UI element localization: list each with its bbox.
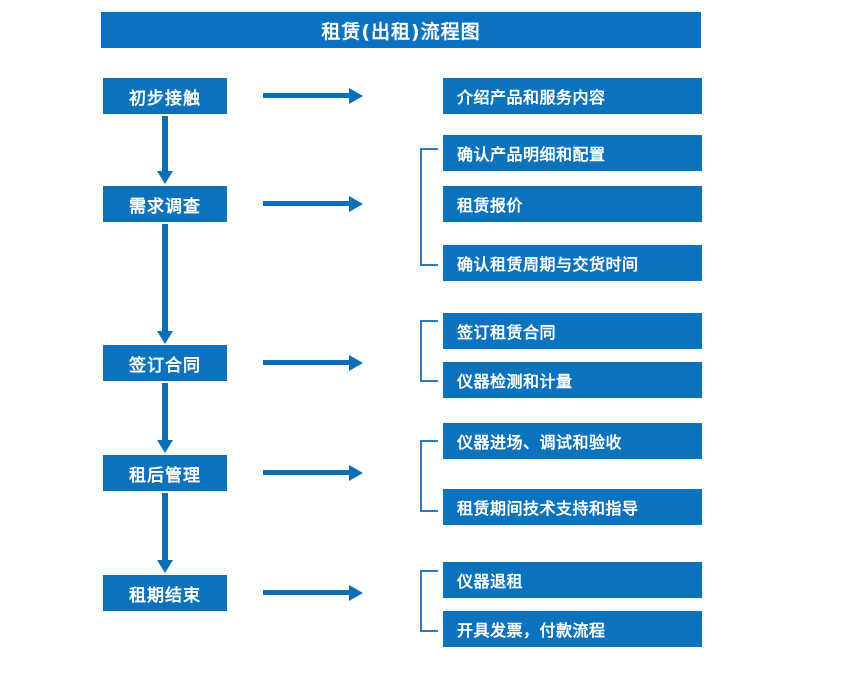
flow-arrow-down-1: [157, 116, 173, 184]
stage-box-3[interactable]: 签订合同: [103, 345, 227, 381]
stage-box-2[interactable]: 需求调查: [103, 186, 227, 222]
stage-box-1[interactable]: 初步接触: [103, 78, 227, 114]
detail-box-2[interactable]: 确认产品明细和配置: [443, 135, 702, 171]
flow-arrow-down-3: [157, 383, 173, 453]
stage-box-5[interactable]: 租期结束: [103, 575, 227, 611]
detail-box-1[interactable]: 介绍产品和服务内容: [443, 78, 702, 114]
stage-box-4[interactable]: 租后管理: [103, 455, 227, 491]
detail-box-4[interactable]: 确认租赁周期与交货时间: [443, 245, 702, 281]
group-bracket-3: [420, 440, 438, 512]
detail-box-10[interactable]: 开具发票，付款流程: [443, 611, 702, 647]
group-bracket-2: [420, 320, 438, 382]
detail-box-8[interactable]: 租赁期间技术支持和指导: [443, 489, 702, 525]
detail-box-3[interactable]: 租赁报价: [443, 186, 702, 222]
diagram-title: 租赁(出租)流程图: [101, 12, 701, 48]
link-arrow-right-4: [263, 465, 363, 481]
link-arrow-right-5: [263, 585, 363, 601]
flow-arrow-down-2: [157, 224, 173, 344]
detail-box-6[interactable]: 仪器检测和计量: [443, 362, 702, 398]
flow-arrow-down-4: [157, 493, 173, 573]
group-bracket-1: [420, 148, 438, 266]
detail-box-7[interactable]: 仪器进场、调试和验收: [443, 423, 702, 459]
link-arrow-right-3: [263, 355, 363, 371]
detail-box-5[interactable]: 签订租赁合同: [443, 313, 702, 349]
link-arrow-right-2: [263, 196, 363, 212]
detail-box-9[interactable]: 仪器退租: [443, 562, 702, 598]
group-bracket-4: [420, 570, 438, 632]
link-arrow-right-1: [263, 88, 363, 104]
